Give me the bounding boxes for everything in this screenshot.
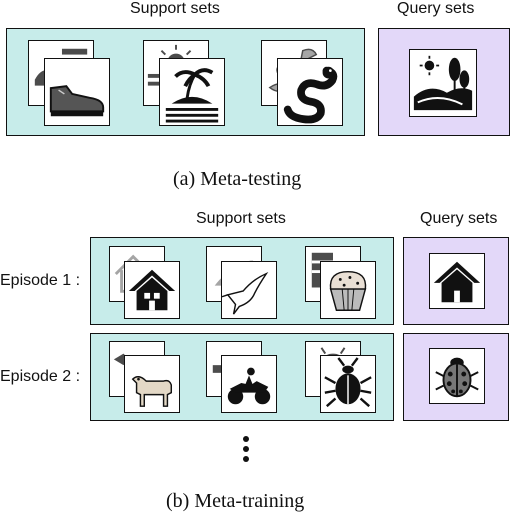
testing-caption: (a) Meta-testing: [173, 168, 302, 190]
dog-icon: [124, 355, 180, 413]
beetle-icon: [320, 355, 376, 413]
testing-support-title: Support sets: [130, 0, 220, 17]
episode-label: Episode 1 :: [0, 272, 81, 289]
shoe-icon: [44, 58, 110, 126]
episode-label: Episode 2 :: [0, 368, 81, 385]
muffin-icon: [320, 261, 376, 319]
ellipsis-dot: [243, 436, 249, 442]
ladybug-icon: [429, 348, 485, 404]
hummingbird-icon: [221, 261, 277, 319]
snake-icon: [277, 58, 343, 126]
training-caption: (b) Meta-training: [166, 490, 305, 512]
house-icon: [429, 253, 485, 309]
training-query-title: Query sets: [420, 210, 498, 227]
atv-icon: [221, 355, 277, 413]
landscape-icon: [409, 49, 477, 117]
ellipsis-dot: [243, 446, 249, 452]
house-icon: [124, 261, 180, 319]
palm-island-icon: [159, 58, 225, 126]
ellipsis-dot: [243, 456, 249, 462]
training-support-title: Support sets: [196, 210, 286, 227]
testing-query-title: Query sets: [397, 0, 475, 17]
